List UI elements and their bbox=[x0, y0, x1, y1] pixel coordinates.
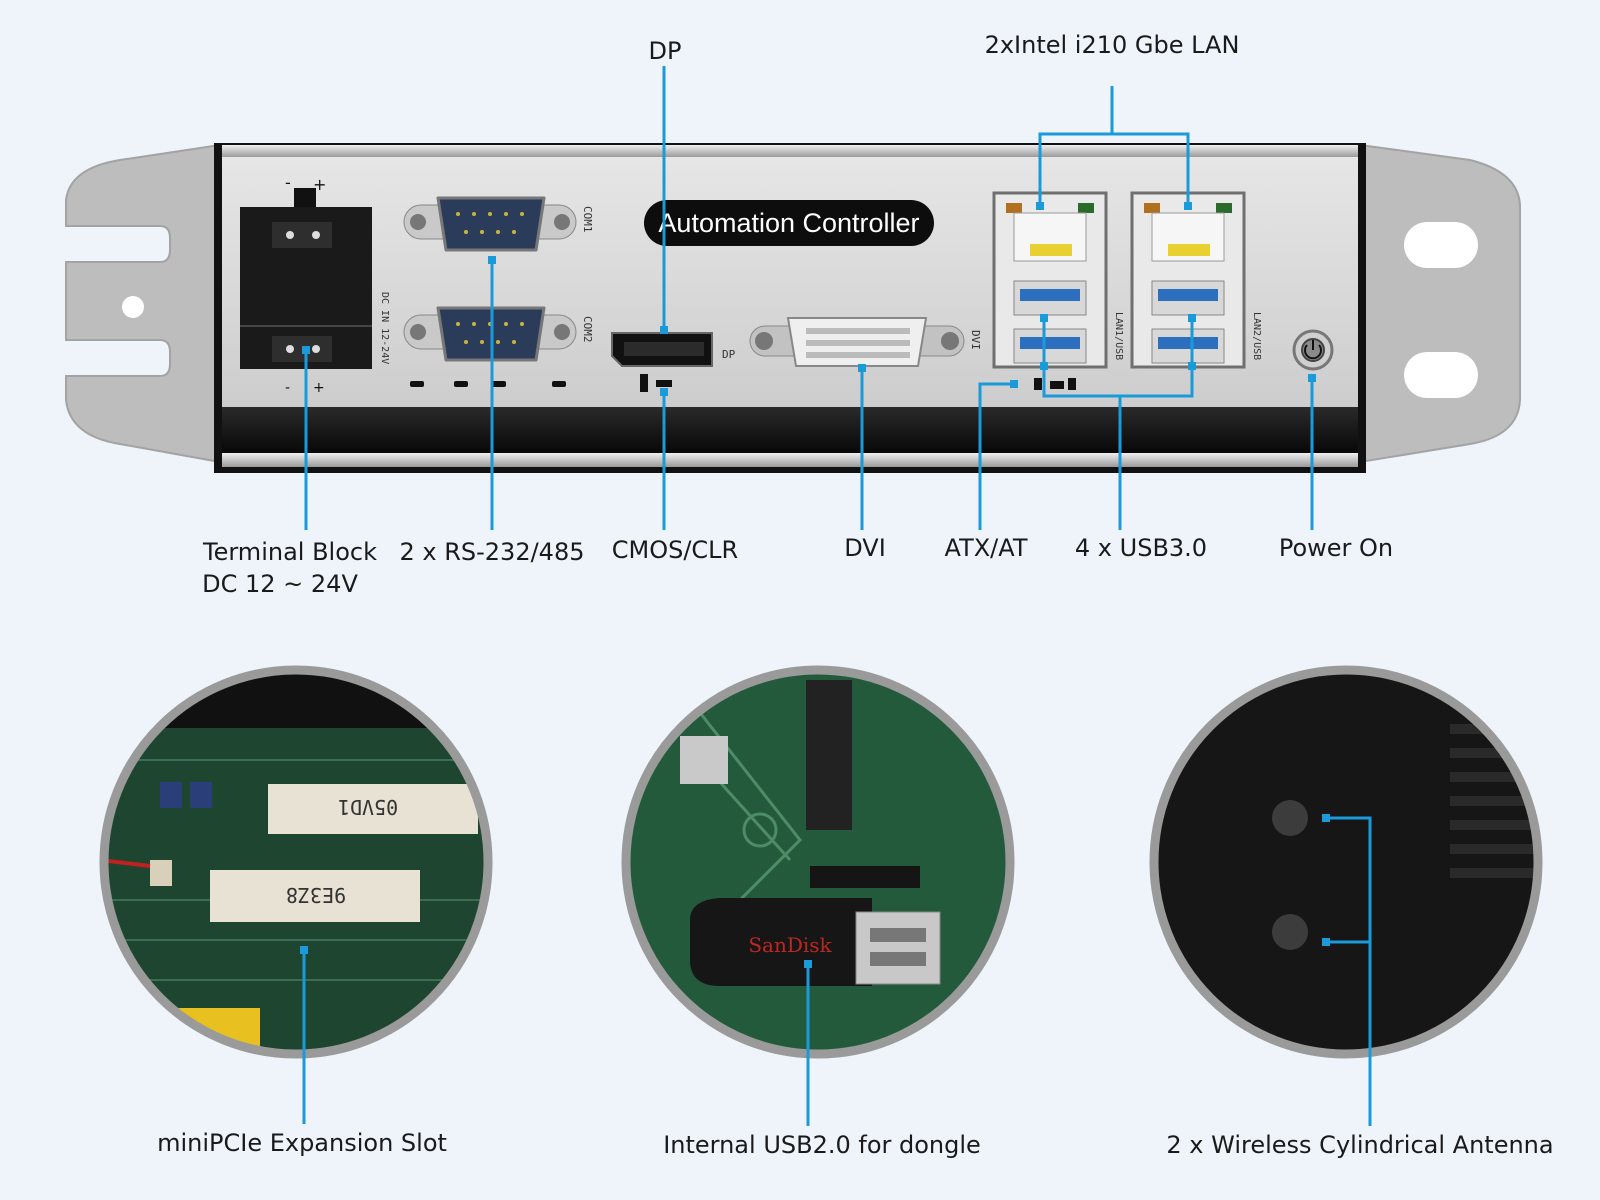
dvi-connector-icon bbox=[749, 317, 965, 367]
lan1-usb-stack bbox=[992, 191, 1108, 369]
model-badge bbox=[644, 200, 934, 246]
atx-at-switch bbox=[1034, 378, 1076, 390]
rj45-port-icon bbox=[1144, 203, 1232, 262]
callout-usb2: Internal USB2.0 for dongle bbox=[663, 1131, 981, 1159]
usb3-port-icon bbox=[1013, 328, 1087, 364]
callout-terminal-line1: Terminal Block bbox=[203, 538, 377, 566]
callout-power: Power On bbox=[1278, 534, 1394, 562]
slot-label-1: 05VD1 bbox=[338, 795, 398, 819]
callout-lines bbox=[302, 66, 1372, 1126]
lan1-usb-mark: LAN1/USB bbox=[1113, 312, 1124, 360]
com2-mark: COM2 bbox=[581, 316, 594, 343]
svg-text:-: - bbox=[285, 173, 291, 192]
displayport-connector-icon bbox=[611, 332, 713, 367]
db9-connector-icon bbox=[403, 196, 577, 252]
usb-dongle-closeup: SanDisk bbox=[621, 665, 1015, 1059]
power-button-icon bbox=[1292, 329, 1334, 371]
callout-antenna: 2 x Wireless Cylindrical Antenna bbox=[1166, 1131, 1554, 1159]
callout-minipcie: miniPCIe Expansion Slot bbox=[157, 1129, 447, 1157]
svg-text:+: + bbox=[313, 380, 325, 396]
dp-mark: DP bbox=[722, 348, 736, 361]
rj45-port-icon bbox=[1006, 203, 1094, 262]
terminal-block-icon: - + - + bbox=[240, 173, 372, 396]
callout-atx: ATX/AT bbox=[944, 534, 1028, 562]
slot-label-2: 9E3Z8 bbox=[286, 883, 346, 907]
lan2-usb-stack bbox=[1130, 191, 1246, 369]
antenna-closeup bbox=[1149, 665, 1543, 1059]
callout-rs232: 2 x RS-232/485 bbox=[399, 538, 585, 566]
svg-text:+: + bbox=[313, 175, 326, 194]
lan2-usb-mark: LAN2/USB bbox=[1251, 312, 1262, 360]
model-badge-text: Automation Controller bbox=[658, 208, 919, 238]
dc-in-mark: DC IN 12-24V bbox=[379, 292, 390, 364]
usb3-port-icon bbox=[1013, 280, 1087, 316]
status-leds bbox=[410, 381, 566, 387]
right-mounting-bracket bbox=[1359, 143, 1521, 464]
cmos-clear-jumper bbox=[640, 374, 672, 392]
callout-usb3: 4 x USB3.0 bbox=[1074, 534, 1208, 562]
callout-cmos: CMOS/CLR bbox=[611, 536, 739, 564]
minipcie-closeup: 05VD1 9E3Z8 bbox=[99, 665, 493, 1059]
callout-dp: DP bbox=[648, 37, 682, 65]
left-mounting-bracket bbox=[65, 143, 221, 464]
dongle-brand: SanDisk bbox=[748, 933, 832, 957]
callout-dvi: DVI bbox=[844, 534, 886, 562]
com1-mark: COM1 bbox=[581, 206, 594, 233]
callout-terminal-line2: DC 12 ~ 24V bbox=[202, 570, 358, 598]
callout-lan: 2xIntel i210 Gbe LAN bbox=[984, 31, 1240, 59]
svg-text:-: - bbox=[285, 380, 290, 396]
callout-dots bbox=[300, 202, 1330, 968]
dvi-mark: DVI bbox=[969, 330, 982, 350]
usb3-port-icon bbox=[1151, 328, 1225, 364]
usb3-port-icon bbox=[1151, 280, 1225, 316]
